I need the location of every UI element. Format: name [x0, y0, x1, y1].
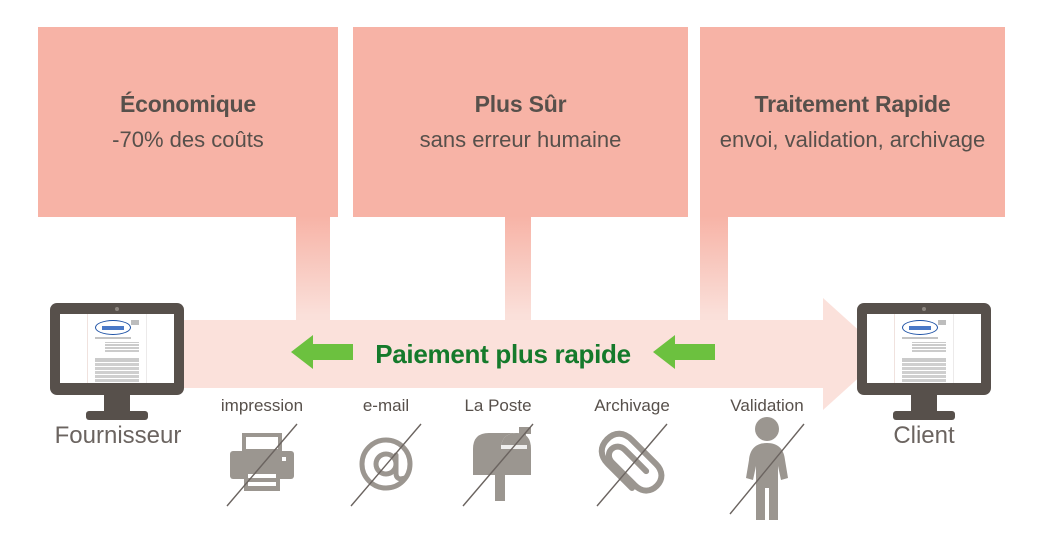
- invoice-table: [95, 357, 139, 382]
- arrow-left-icon: [652, 334, 715, 374]
- step-label: La Poste: [464, 396, 532, 415]
- printer-icon: [219, 416, 305, 512]
- benefit-title: Plus Sûr: [474, 91, 567, 118]
- process-step-archivage[interactable]: Archivage: [582, 396, 682, 512]
- benefit-card-economique[interactable]: Économique -70% des coûts: [38, 27, 338, 217]
- monitor-stand-neck: [911, 395, 937, 413]
- benefit-subtitle: envoi, validation, archivage: [719, 126, 986, 152]
- monitor-screen: [60, 314, 174, 383]
- benefit-card-plus-sur[interactable]: Plus Sûr sans erreur humaine: [353, 27, 688, 217]
- invoice-document: [894, 314, 954, 383]
- benefit-title: Économique: [119, 91, 256, 118]
- benefit-subtitle: sans erreur humaine: [419, 126, 622, 152]
- benefit-title: Traitement Rapide: [754, 91, 951, 118]
- monitor-bezel: [50, 303, 184, 395]
- payment-callout: Paiement plus rapide: [268, 332, 738, 376]
- process-step-validation[interactable]: Validation: [717, 396, 817, 520]
- webcam-icon: [922, 307, 926, 311]
- at-sign-icon: [343, 416, 429, 512]
- invoice-document: [87, 314, 147, 383]
- source-label: Fournisseur: [54, 422, 182, 449]
- invoice-logo: [95, 320, 132, 335]
- target-label: Client: [893, 422, 955, 449]
- target-monitor[interactable]: [857, 303, 991, 423]
- arrow-left-icon: [291, 334, 354, 374]
- payment-callout-text: Paiement plus rapide: [375, 338, 631, 369]
- person-icon: [724, 416, 810, 520]
- invoice-heading: [938, 320, 946, 325]
- monitor-bezel: [857, 303, 991, 395]
- invoice-heading: [131, 320, 139, 325]
- step-label: Validation: [730, 396, 804, 415]
- webcam-icon: [115, 307, 119, 311]
- monitor-stand-base: [893, 411, 955, 420]
- connector-stem-3: [700, 216, 728, 324]
- monitor-stand-base: [86, 411, 148, 420]
- benefit-card-traitement-rapide[interactable]: Traitement Rapide envoi, validation, arc…: [700, 27, 1005, 217]
- step-label: Archivage: [594, 396, 670, 415]
- process-step-impression[interactable]: impression: [212, 396, 312, 512]
- connector-stem-2: [505, 216, 531, 324]
- invoice-table: [902, 357, 946, 382]
- paperclip-icon: [589, 416, 675, 512]
- process-step-la-poste[interactable]: La Poste: [448, 396, 548, 512]
- step-label: e-mail: [362, 396, 410, 415]
- source-monitor[interactable]: [50, 303, 184, 423]
- monitor-stand-neck: [104, 395, 130, 413]
- invoice-logo: [902, 320, 939, 335]
- monitor-screen: [867, 314, 981, 383]
- process-step-email[interactable]: e-mail: [336, 396, 436, 512]
- step-label: impression: [220, 396, 304, 415]
- connector-stem-1: [296, 216, 330, 324]
- benefit-subtitle: -70% des coûts: [112, 126, 264, 152]
- mailbox-icon: [455, 416, 541, 512]
